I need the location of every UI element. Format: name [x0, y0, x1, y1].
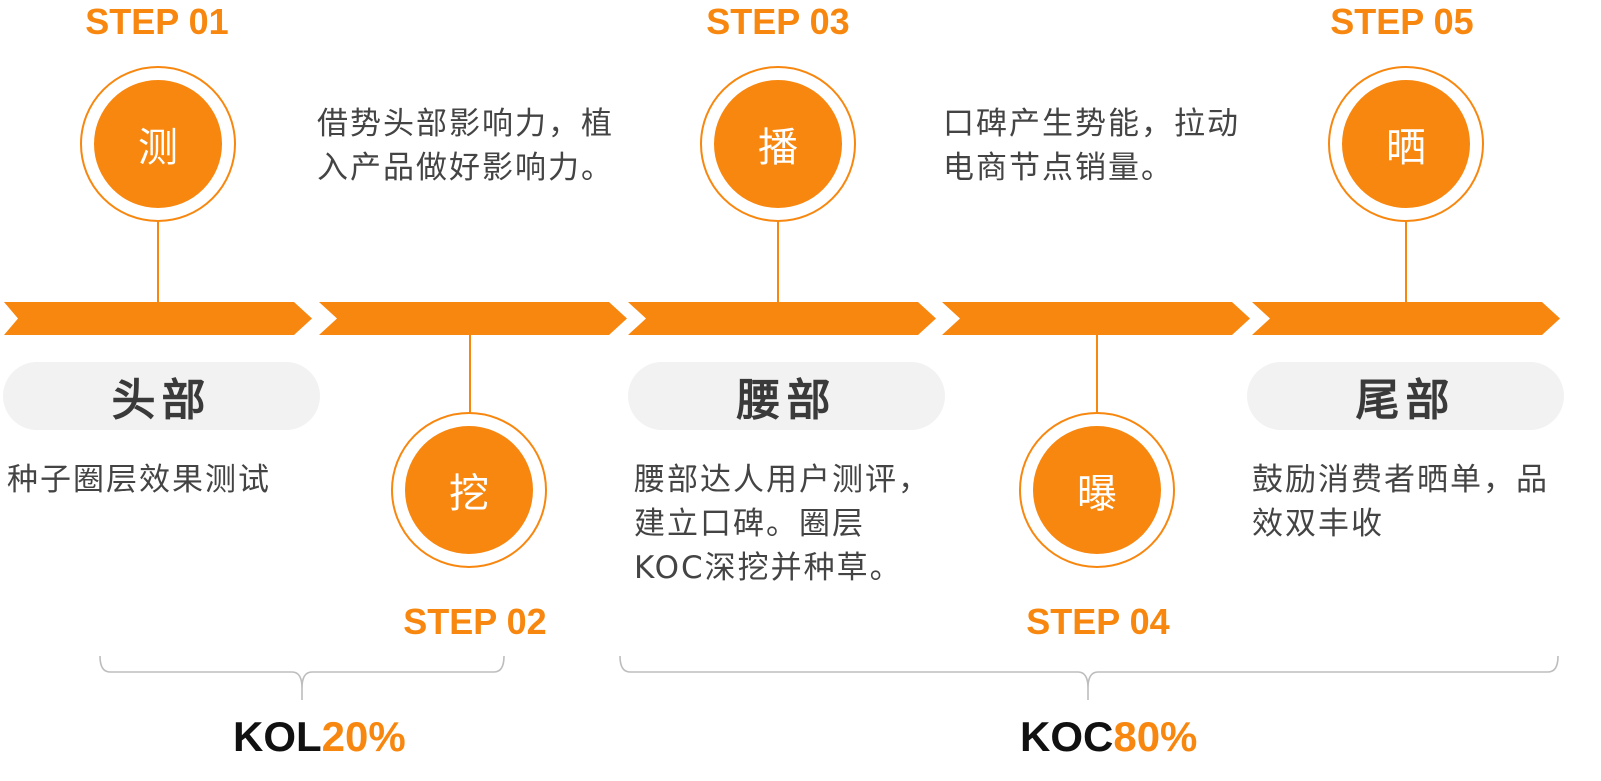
step-02-label: STEP 02 — [403, 601, 547, 642]
step-01-connector — [157, 222, 159, 302]
step-05-label: STEP 05 — [1330, 1, 1474, 42]
desc-step-04-line-2: 电商节点销量。 — [943, 150, 1174, 186]
desc-waist-line-3: KOC深挖并种草。 — [634, 550, 903, 586]
step-03-char: 播 — [714, 80, 842, 208]
step-03-circle: 播 — [700, 66, 856, 222]
step-02-circle: 挖 — [391, 412, 547, 568]
summary-kol-label: KOL — [233, 713, 322, 760]
desc-tail-line-2: 效双丰收 — [1252, 506, 1384, 542]
step-03-label: STEP 03 — [706, 1, 850, 42]
step-02-char: 挖 — [405, 426, 533, 554]
timeline-arrow-2 — [319, 302, 627, 335]
desc-step-02-line-2: 入产品做好影响力。 — [317, 150, 614, 186]
desc-head: 种子圈层效果测试 — [7, 458, 271, 502]
desc-tail-line-1: 鼓励消费者晒单，品 — [1252, 462, 1549, 498]
step-04-label: STEP 04 — [1026, 601, 1170, 642]
step-01-label: STEP 01 — [85, 1, 229, 42]
summary-kol: KOL20% — [233, 716, 406, 758]
desc-step-04: 口碑产生势能，拉动 电商节点销量。 — [943, 102, 1240, 190]
summary-koc: KOC80% — [1020, 716, 1197, 758]
summary-koc-percent: 80% — [1113, 713, 1198, 760]
desc-head-line-1: 种子圈层效果测试 — [7, 462, 271, 498]
timeline-arrow-1 — [4, 302, 312, 335]
brace-koc — [619, 655, 1559, 700]
brace-kol — [99, 655, 505, 700]
step-04-connector — [1096, 335, 1098, 413]
step-04-circle: 曝 — [1019, 412, 1175, 568]
desc-waist-line-2: 建立口碑。圈层 — [634, 506, 865, 542]
summary-koc-label: KOC — [1020, 713, 1114, 760]
desc-waist-line-1: 腰部达人用户测评， — [634, 462, 931, 498]
step-01-char: 测 — [94, 80, 222, 208]
tier-pill-head: 头部 — [3, 362, 320, 430]
step-04-char: 曝 — [1033, 426, 1161, 554]
step-02-connector — [469, 335, 471, 413]
desc-step-04-line-1: 口碑产生势能，拉动 — [943, 106, 1240, 142]
step-05-circle: 晒 — [1328, 66, 1484, 222]
desc-waist: 腰部达人用户测评， 建立口碑。圈层 KOC深挖并种草。 — [634, 458, 931, 590]
desc-step-02: 借势头部影响力，植 入产品做好影响力。 — [317, 102, 614, 190]
timeline-arrow-3 — [628, 302, 936, 335]
timeline-arrow-4 — [942, 302, 1250, 335]
tier-pill-tail: 尾部 — [1247, 362, 1564, 430]
summary-kol-percent: 20% — [321, 713, 406, 760]
desc-step-02-line-1: 借势头部影响力，植 — [317, 106, 614, 142]
step-03-connector — [777, 222, 779, 302]
desc-tail: 鼓励消费者晒单，品 效双丰收 — [1252, 458, 1549, 546]
step-05-connector — [1405, 222, 1407, 302]
step-05-char: 晒 — [1342, 80, 1470, 208]
tier-pill-waist: 腰部 — [628, 362, 945, 430]
timeline-arrow-5 — [1252, 302, 1560, 335]
step-01-circle: 测 — [80, 66, 236, 222]
